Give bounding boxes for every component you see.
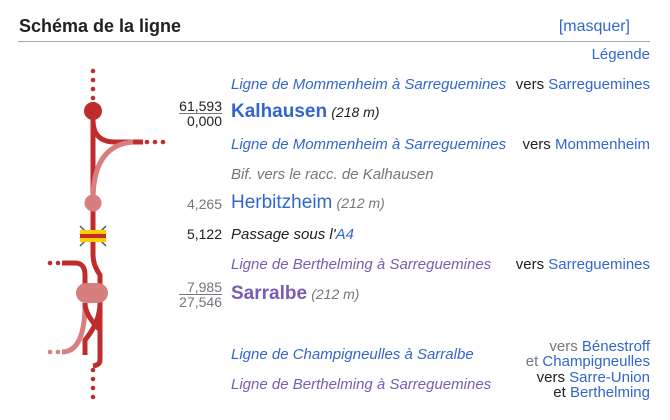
- hide-toggle-link[interactable]: [masquer]: [558, 18, 630, 35]
- km-sarralbe: 7,985 27,546: [179, 279, 222, 310]
- direction-mommenheim: vers Mommenheim: [522, 137, 650, 152]
- underpass-label: Passage sous l': [231, 226, 336, 243]
- crossover-track: [82, 302, 102, 332]
- line-link-berthelming-sarreguemines[interactable]: Ligne de Berthelming à Sarreguemines: [231, 256, 492, 273]
- et-label: et: [553, 384, 566, 401]
- direction-berthelming: et Berthelming: [553, 385, 650, 400]
- sarreguemines-link-2[interactable]: Sarreguemines: [548, 256, 650, 273]
- direction-benestroff: vers Bénestroff: [549, 339, 650, 354]
- kalhausen-station-link[interactable]: Kalhausen: [231, 101, 328, 122]
- station-row-kalhausen: Kalhausen (218 m): [231, 101, 380, 123]
- station-row-herbitzheim: Herbitzheim (212 m): [231, 192, 385, 214]
- direction-sarre-union: vers Sarre-Union: [537, 370, 650, 385]
- station-row-sarralbe: Sarralbe (212 m): [231, 283, 359, 305]
- kalhausen-station-marker: [84, 102, 102, 120]
- header-divider: [18, 41, 650, 42]
- kalhausen-elevation: (218 m): [331, 104, 380, 120]
- vers-label: vers: [536, 369, 565, 386]
- benestroff-link[interactable]: Bénestroff: [581, 338, 650, 355]
- a4-link[interactable]: A4: [335, 226, 354, 243]
- line-link-mommenheim-sarreguemines[interactable]: Ligne de Mommenheim à Sarreguemines: [231, 76, 507, 93]
- main-track-lower: [90, 242, 103, 360]
- berthelming-branch-dots: [47, 260, 61, 266]
- line-diagram: [47, 68, 166, 400]
- line-link-champigneulles-sarralbe[interactable]: Ligne de Champigneulles à Sarralbe: [231, 346, 474, 363]
- km-kalhausen: 61,593 0,000: [179, 98, 222, 129]
- vers-label: vers: [515, 76, 545, 93]
- champigneulles-link[interactable]: Champigneulles: [542, 353, 650, 370]
- legend-link[interactable]: Légende: [591, 46, 650, 63]
- sarreguemines-link[interactable]: Sarreguemines: [548, 76, 650, 93]
- km-a4: 5,122: [186, 226, 222, 242]
- kalhausen-connection-unused: [90, 139, 134, 201]
- top-continuation-dots: [90, 68, 96, 101]
- bifurcation-label: Bif. vers le racc. de Kalhausen: [231, 166, 434, 183]
- bottom-continuation-dots: [90, 367, 96, 400]
- mommenheim-link[interactable]: Mommenheim: [554, 136, 650, 153]
- sarralbe-elevation: (212 m): [311, 286, 360, 302]
- herbitzheim-station-link[interactable]: Herbitzheim: [231, 192, 333, 213]
- herbitzheim-station-marker: [84, 194, 102, 212]
- herbitzheim-elevation: (212 m): [336, 195, 385, 211]
- a4-underpass-row: Passage sous l'A4: [231, 226, 354, 243]
- sarralbe-station-marker: [76, 283, 108, 303]
- crossover-track-2: [82, 302, 103, 355]
- direction-sarreguemines-1: vers Sarreguemines: [516, 77, 650, 92]
- mommenheim-branch: [90, 119, 143, 145]
- line-link-mommenheim-sarreguemines-2[interactable]: Ligne de Mommenheim à Sarreguemines: [231, 136, 507, 153]
- mommenheim-branch-dots: [144, 139, 166, 145]
- km-herbitzheim: 4,265: [186, 196, 222, 212]
- vers-label: vers: [549, 338, 578, 355]
- direction-champigneulles: et Champigneulles: [526, 354, 650, 369]
- champigneulles-branch-dots: [47, 349, 61, 355]
- bottom-track-merge: [92, 359, 103, 369]
- vers-label: vers: [515, 256, 545, 273]
- berthelming-link[interactable]: Berthelming: [569, 384, 650, 401]
- champigneulles-branch: [61, 302, 88, 355]
- direction-sarreguemines-2: vers Sarreguemines: [516, 257, 650, 272]
- vers-label: vers: [522, 136, 551, 153]
- highway-underpass-marker: [79, 225, 107, 247]
- sarre-union-link[interactable]: Sarre-Union: [569, 369, 650, 386]
- et-label: et: [525, 353, 539, 370]
- berthelming-branch: [62, 260, 88, 290]
- header-title: Schéma de la ligne: [19, 16, 182, 36]
- sarralbe-station-link[interactable]: Sarralbe: [231, 283, 308, 304]
- line-link-berthelming-sarreguemines-2[interactable]: Ligne de Berthelming à Sarreguemines: [231, 376, 492, 393]
